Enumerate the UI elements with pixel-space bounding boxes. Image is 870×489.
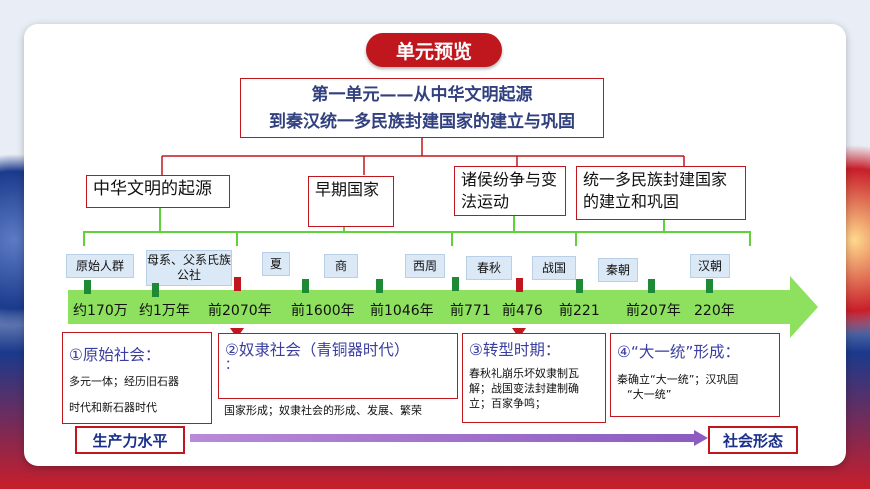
social-form-label: 社会形态 — [708, 426, 798, 454]
timeline-arrow — [68, 276, 818, 338]
period-box: 秦朝 — [598, 258, 638, 282]
timeline-tick: 约170万 — [73, 303, 128, 319]
timeline-tick: 前771 — [450, 303, 491, 319]
card-title: ①原始社会： — [69, 346, 161, 364]
productivity-label: 生产力水平 — [75, 426, 185, 454]
card-slavery: ②奴隶社会（青铜器时代） ： — [218, 333, 458, 399]
card-text: 秦确立“大一统”；汉巩固 “大一统” — [617, 372, 773, 402]
timeline-marker — [516, 278, 523, 292]
timeline-marker — [234, 277, 241, 291]
era-unification: 统一多民族封建国家的建立和巩固 — [576, 166, 746, 220]
card-text: 国家形成；奴隶社会的形成、发展、繁荣 — [224, 404, 422, 417]
period-box: 西周 — [405, 254, 445, 278]
timeline-marker — [152, 283, 159, 297]
period-box: 战国 — [532, 256, 576, 280]
unit-title-line1: 第一单元——从中华文明起源 — [311, 85, 533, 105]
card-text-line: “大一统” — [627, 388, 672, 401]
card-unification: ④“大一统”形成： 秦确立“大一统”；汉巩固 “大一统” — [610, 333, 780, 417]
timeline-marker — [84, 280, 91, 294]
unit-title-line2: 到秦汉统一多民族封建国家的建立与巩固 — [269, 112, 575, 132]
timeline-tick: 220年 — [694, 303, 735, 319]
period-box: 夏 — [262, 252, 290, 276]
card-primitive: ①原始社会： 多元一体；经历旧石器 时代和新石器时代 — [62, 332, 212, 424]
card-text-line: 多元一体；经历旧石器 — [69, 375, 179, 388]
timeline-tick: 前2070年 — [208, 303, 272, 319]
era-origin: 中华文明的起源 — [86, 175, 230, 208]
card-title: ②奴隶社会（青铜器时代） — [225, 341, 410, 359]
era-early-states: 早期国家 — [308, 176, 394, 227]
timeline-marker — [376, 279, 383, 293]
period-box: 母系、父系氏族公社 — [146, 250, 232, 286]
card-text: 多元一体；经历旧石器 时代和新石器时代 — [69, 369, 205, 421]
era-early-states-label: 早期国家 — [315, 180, 380, 199]
timeline-marker — [706, 279, 713, 293]
card-transition: ③转型时期： 春秋礼崩乐坏奴隶制瓦 解；战国变法封建制确 立；百家争鸣； — [462, 333, 606, 423]
card-title: ③转型时期： — [469, 341, 561, 359]
card-title: ④“大一统”形成： — [617, 343, 740, 361]
card-title-suffix: ： — [225, 358, 239, 373]
section-title: 单元预览 — [366, 33, 502, 67]
timeline-tick: 前1600年 — [291, 303, 355, 319]
timeline-tick: 约1万年 — [139, 303, 190, 319]
period-box: 汉朝 — [690, 254, 730, 278]
timeline-marker — [576, 279, 583, 293]
card-text: 春秋礼崩乐坏奴隶制瓦 解；战国变法封建制确 立；百家争鸣； — [469, 366, 599, 411]
period-box: 原始人群 — [66, 254, 134, 278]
card-text-line: 立；百家争鸣； — [469, 397, 546, 410]
timeline-tick: 前476 — [502, 303, 543, 319]
timeline-marker — [302, 279, 309, 293]
unit-title-box: 第一单元——从中华文明起源 到秦汉统一多民族封建国家的建立与巩固 — [240, 78, 604, 138]
period-box: 商 — [324, 254, 358, 278]
card-text-line: 时代和新石器时代 — [69, 401, 157, 414]
period-box: 春秋 — [466, 256, 512, 280]
card-text-line: 解；战国变法封建制确 — [469, 382, 579, 395]
timeline-tick: 前1046年 — [370, 303, 434, 319]
timeline-marker — [648, 279, 655, 293]
card-text-line: 秦确立“大一统”；汉巩固 — [617, 373, 739, 386]
timeline-tick: 前221 — [559, 303, 600, 319]
timeline-marker — [452, 277, 459, 291]
card-text-line: 春秋礼崩乐坏奴隶制瓦 — [469, 367, 579, 380]
era-warring: 诸侯纷争与变法运动 — [454, 166, 566, 216]
timeline-tick: 前207年 — [626, 303, 681, 319]
